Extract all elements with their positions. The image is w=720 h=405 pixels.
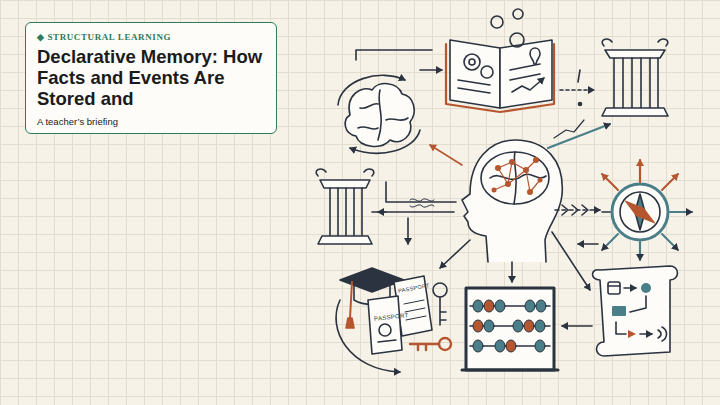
subtitle-label: A teacher’s briefing [37,116,118,127]
title-card: ◆ STRUCTURAL LEARNING Declarative Memory… [25,22,277,134]
title: Declarative Memory: How Facts and Events… [37,46,273,109]
kicker-label: ◆ STRUCTURAL LEARNING [37,32,171,42]
